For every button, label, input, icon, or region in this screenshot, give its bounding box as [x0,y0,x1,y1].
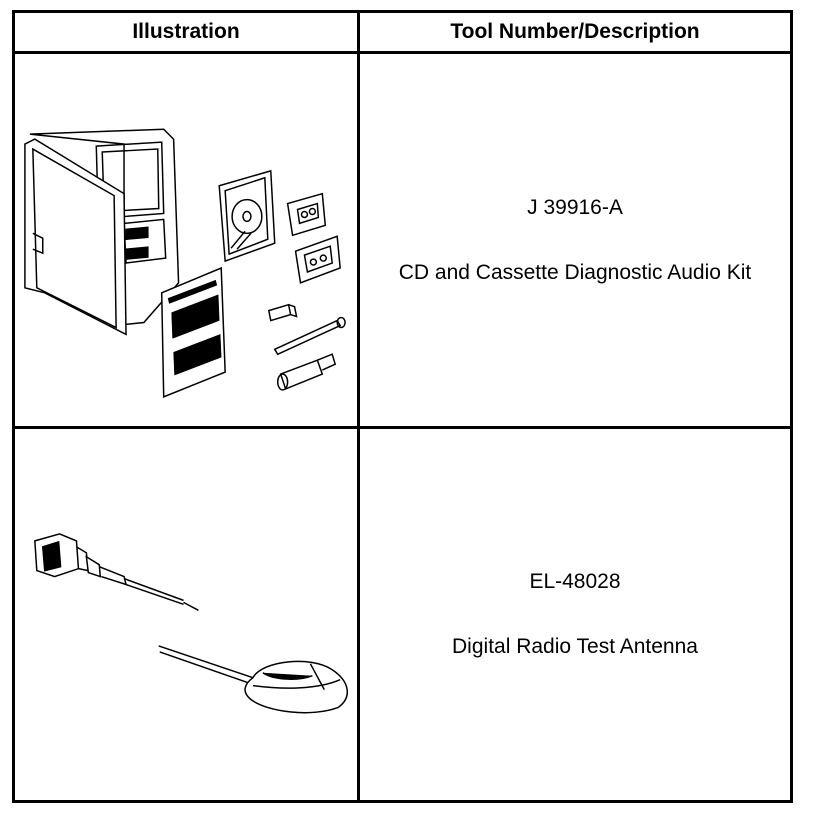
audio-kit-case-icon [24,128,346,398]
table-row: EL-48028 Digital Radio Test Antenna [12,425,793,803]
tool-number: EL-48028 [529,570,621,594]
header-tool-number-description: Tool Number/Description [357,10,793,54]
tool-description: CD and Cassette Diagnostic Audio Kit [398,260,752,284]
tool-number: J 39916-A [527,195,623,219]
tool-table: Illustration Tool Number/Description [12,10,793,803]
test-antenna-icon [34,532,348,713]
header-row: Illustration Tool Number/Description [12,10,793,54]
illustration-cell [12,51,360,429]
table-row: J 39916-A CD and Cassette Diagnostic Aud… [12,51,793,429]
description-cell: EL-48028 Digital Radio Test Antenna [357,425,793,803]
header-illustration: Illustration [12,10,360,54]
description-cell: J 39916-A CD and Cassette Diagnostic Aud… [357,51,793,429]
illustration-cell [12,425,360,803]
tool-description: Digital Radio Test Antenna [452,635,698,659]
